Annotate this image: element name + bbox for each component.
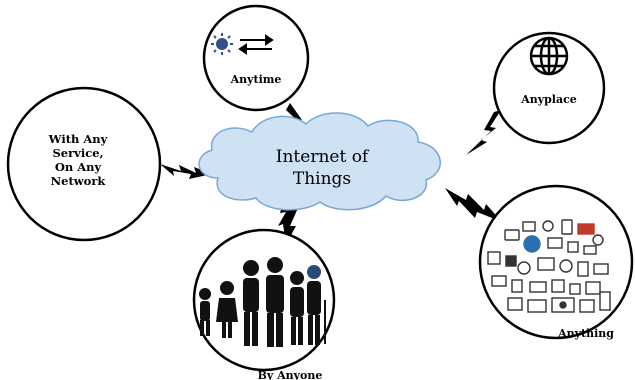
devices-collage-icon <box>487 219 611 313</box>
anyplace-label: Anyplace <box>520 93 577 106</box>
center-title-line1: Internet of <box>276 147 370 167</box>
anyplace-circle <box>492 31 606 145</box>
service-label-line4: Network <box>51 174 107 188</box>
node-anything: Anything <box>478 184 634 340</box>
exchange-arrows-icon <box>238 34 274 55</box>
service-label-line1: With Any <box>48 132 108 146</box>
sun-arrows-moon-icon <box>211 32 292 57</box>
bolt-anytime <box>286 103 325 156</box>
anytime-circle <box>202 4 310 112</box>
globe-icon <box>529 36 569 76</box>
bolt-anything <box>445 188 502 222</box>
bolt-service <box>160 164 212 179</box>
center-cloud: Internet of Things <box>198 112 442 211</box>
anyone-label: By Anyone <box>258 369 323 380</box>
service-label-line3: On Any <box>55 160 102 174</box>
people-silhouettes-icon <box>199 257 326 347</box>
anytime-label: Anytime <box>230 73 282 86</box>
cloud-shape <box>198 112 442 211</box>
node-anytime: Anytime <box>202 4 310 112</box>
node-service: With Any Service, On Any Network <box>6 86 162 242</box>
service-label-line2: Service, <box>52 146 103 160</box>
service-circle <box>6 86 162 242</box>
anything-circle <box>478 184 634 340</box>
center-title-line2: Things <box>293 169 351 189</box>
node-anyone: By Anyone <box>192 228 336 380</box>
sun-icon <box>211 33 233 55</box>
node-anyplace: Anyplace <box>492 31 606 145</box>
anything-label: Anything <box>557 327 614 340</box>
bolt-anyplace <box>466 110 501 155</box>
